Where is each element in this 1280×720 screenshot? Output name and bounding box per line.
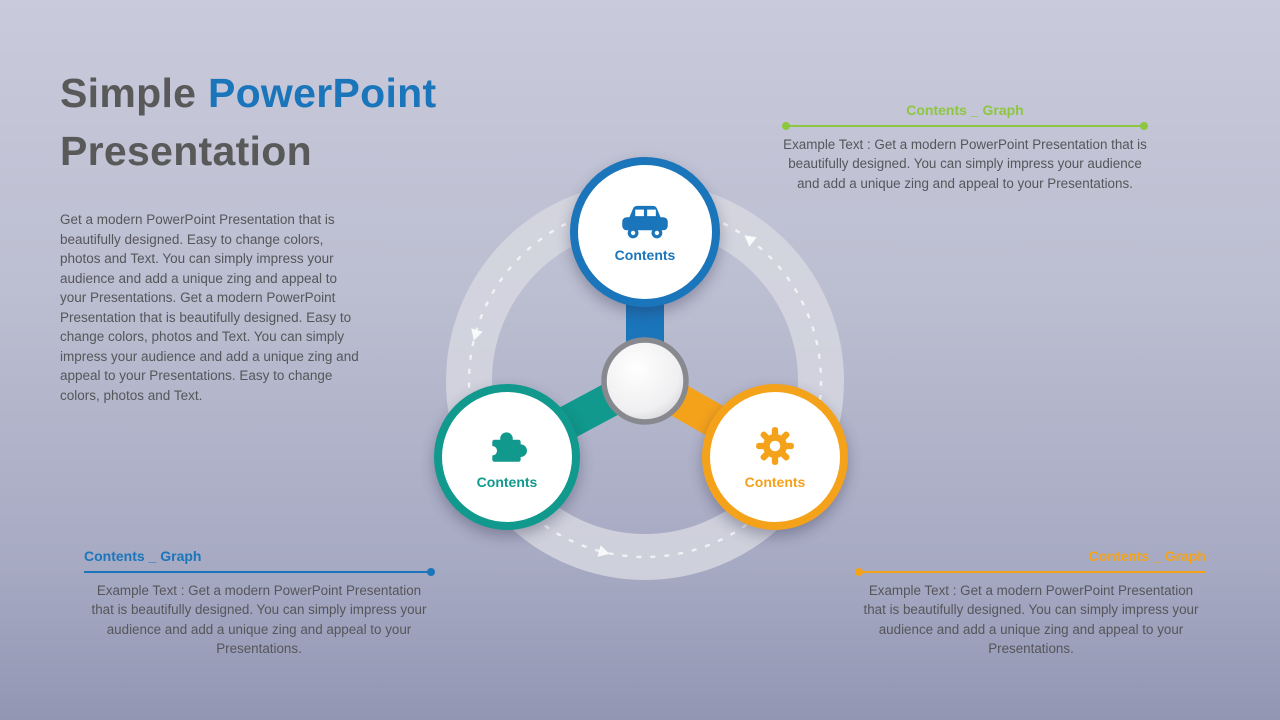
callout-text: Example Text : Get a modern PowerPoint P… <box>783 137 1147 191</box>
puzzle-icon <box>487 431 527 462</box>
arrow-icon <box>597 545 610 557</box>
arrow-icon <box>471 328 483 341</box>
callout-bottom-left: Contents _ Graph Example Text : Get a mo… <box>84 548 435 658</box>
callout-connector-line <box>855 568 1206 576</box>
connector-dot-icon <box>1140 122 1148 130</box>
callout-title: Contents _ Graph <box>906 102 1024 118</box>
callout-text: Example Text : Get a modern PowerPoint P… <box>91 583 427 656</box>
callout-title: Contents _ Graph <box>84 548 202 564</box>
callout-connector-line <box>84 568 435 576</box>
connector-dot-icon <box>855 568 863 576</box>
callout-top-right: Contents _ Graph Example Text : Get a mo… <box>782 102 1148 193</box>
callout-bottom-right: Contents _ Graph Example Text : Get a mo… <box>855 548 1206 658</box>
title-word-presentation: Presentation <box>60 128 312 174</box>
contents-node-left: Contents <box>434 384 580 530</box>
contents-node-right: Contents <box>702 384 848 530</box>
node-label: Contents <box>744 473 806 490</box>
callout-title: Contents _ Graph <box>1088 548 1206 564</box>
title-word-simple: Simple <box>60 70 197 116</box>
center-hub <box>601 337 689 425</box>
node-label: Contents <box>614 246 676 263</box>
title-word-powerpoint: PowerPoint <box>207 70 437 116</box>
slide-title: Simple PowerPoint Presentation <box>60 64 436 180</box>
intro-paragraph: Get a modern PowerPoint Presentation tha… <box>60 212 359 403</box>
car-icon <box>622 205 668 238</box>
contents-node-top: Contents <box>570 157 720 307</box>
connector-dot-icon <box>782 122 790 130</box>
connector-dot-icon <box>427 568 435 576</box>
node-label: Contents <box>476 473 538 490</box>
callout-text: Example Text : Get a modern PowerPoint P… <box>863 583 1199 656</box>
callout-connector-line <box>782 122 1148 130</box>
gear-icon <box>756 426 794 465</box>
arrow-icon <box>744 235 757 247</box>
